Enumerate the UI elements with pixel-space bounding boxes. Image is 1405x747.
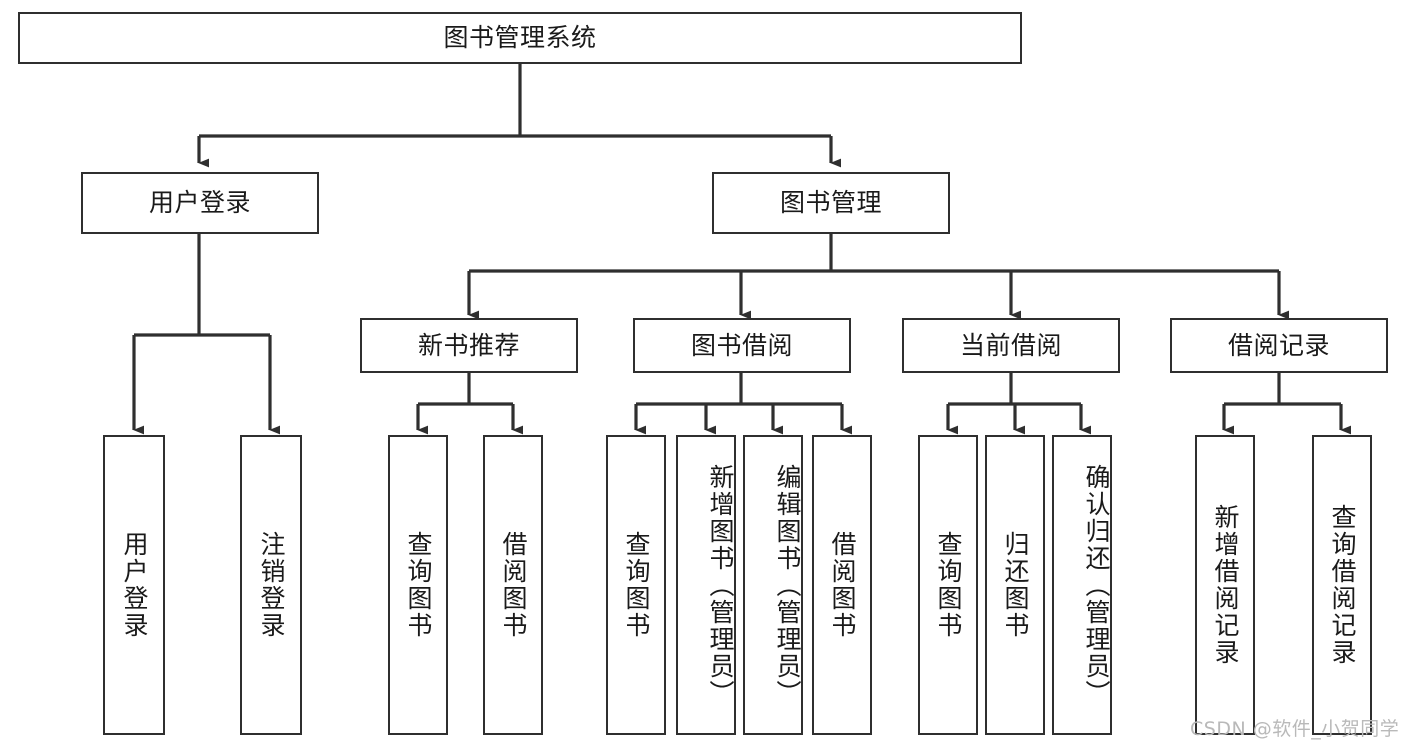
leaf-add-book[interactable]: 新增图书（管理员） (676, 435, 736, 735)
node-borrow-record-label: 借阅记录 (1227, 330, 1330, 360)
leaf-logout-label: 注销登录 (257, 531, 286, 639)
leaf-query-record[interactable]: 查询借阅记录 (1312, 435, 1372, 735)
leaf-edit-book[interactable]: 编辑图书（管理员） (743, 435, 803, 735)
leaf-borrow-book-2[interactable]: 借阅图书 (812, 435, 872, 735)
leaf-query-record-label: 查询借阅记录 (1328, 504, 1357, 666)
node-book-manage-label: 图书管理 (779, 188, 882, 218)
node-new-book-rec-label: 新书推荐 (417, 330, 520, 360)
node-current-borrow[interactable]: 当前借阅 (902, 318, 1120, 373)
leaf-confirm-return[interactable]: 确认归还（管理员） (1052, 435, 1112, 735)
node-root-label: 图书管理系统 (443, 23, 597, 53)
leaf-user-login[interactable]: 用户登录 (103, 435, 165, 735)
leaf-edit-book-label: 编辑图书（管理员） (773, 463, 802, 707)
leaf-query-book-1-label: 查询图书 (404, 531, 433, 639)
leaf-confirm-return-label: 确认归还（管理员） (1082, 463, 1111, 707)
leaf-add-record[interactable]: 新增借阅记录 (1195, 435, 1255, 735)
leaf-user-login-label: 用户登录 (120, 531, 149, 639)
node-borrow-record[interactable]: 借阅记录 (1170, 318, 1388, 373)
leaf-query-book-1[interactable]: 查询图书 (388, 435, 448, 735)
leaf-borrow-book-1[interactable]: 借阅图书 (483, 435, 543, 735)
node-current-borrow-label: 当前借阅 (959, 330, 1062, 360)
node-new-book-rec[interactable]: 新书推荐 (360, 318, 578, 373)
watermark-credit: CSDN @软件_小贺同学 (1190, 718, 1400, 740)
node-book-borrow[interactable]: 图书借阅 (633, 318, 851, 373)
leaf-borrow-book-1-label: 借阅图书 (499, 531, 528, 639)
leaf-query-book-2-label: 查询图书 (622, 531, 651, 639)
node-book-manage[interactable]: 图书管理 (712, 172, 950, 234)
leaf-add-record-label: 新增借阅记录 (1211, 504, 1240, 666)
leaf-logout[interactable]: 注销登录 (240, 435, 302, 735)
leaf-query-book-3-label: 查询图书 (934, 531, 963, 639)
node-user-login-label: 用户登录 (148, 188, 251, 218)
leaf-query-book-3[interactable]: 查询图书 (918, 435, 978, 735)
leaf-return-book[interactable]: 归还图书 (985, 435, 1045, 735)
leaf-query-book-2[interactable]: 查询图书 (606, 435, 666, 735)
leaf-return-book-label: 归还图书 (1001, 531, 1030, 639)
node-book-borrow-label: 图书借阅 (690, 330, 793, 360)
leaf-borrow-book-2-label: 借阅图书 (828, 531, 857, 639)
node-user-login[interactable]: 用户登录 (81, 172, 319, 234)
leaf-add-book-label: 新增图书（管理员） (706, 463, 735, 707)
node-root[interactable]: 图书管理系统 (18, 12, 1022, 64)
